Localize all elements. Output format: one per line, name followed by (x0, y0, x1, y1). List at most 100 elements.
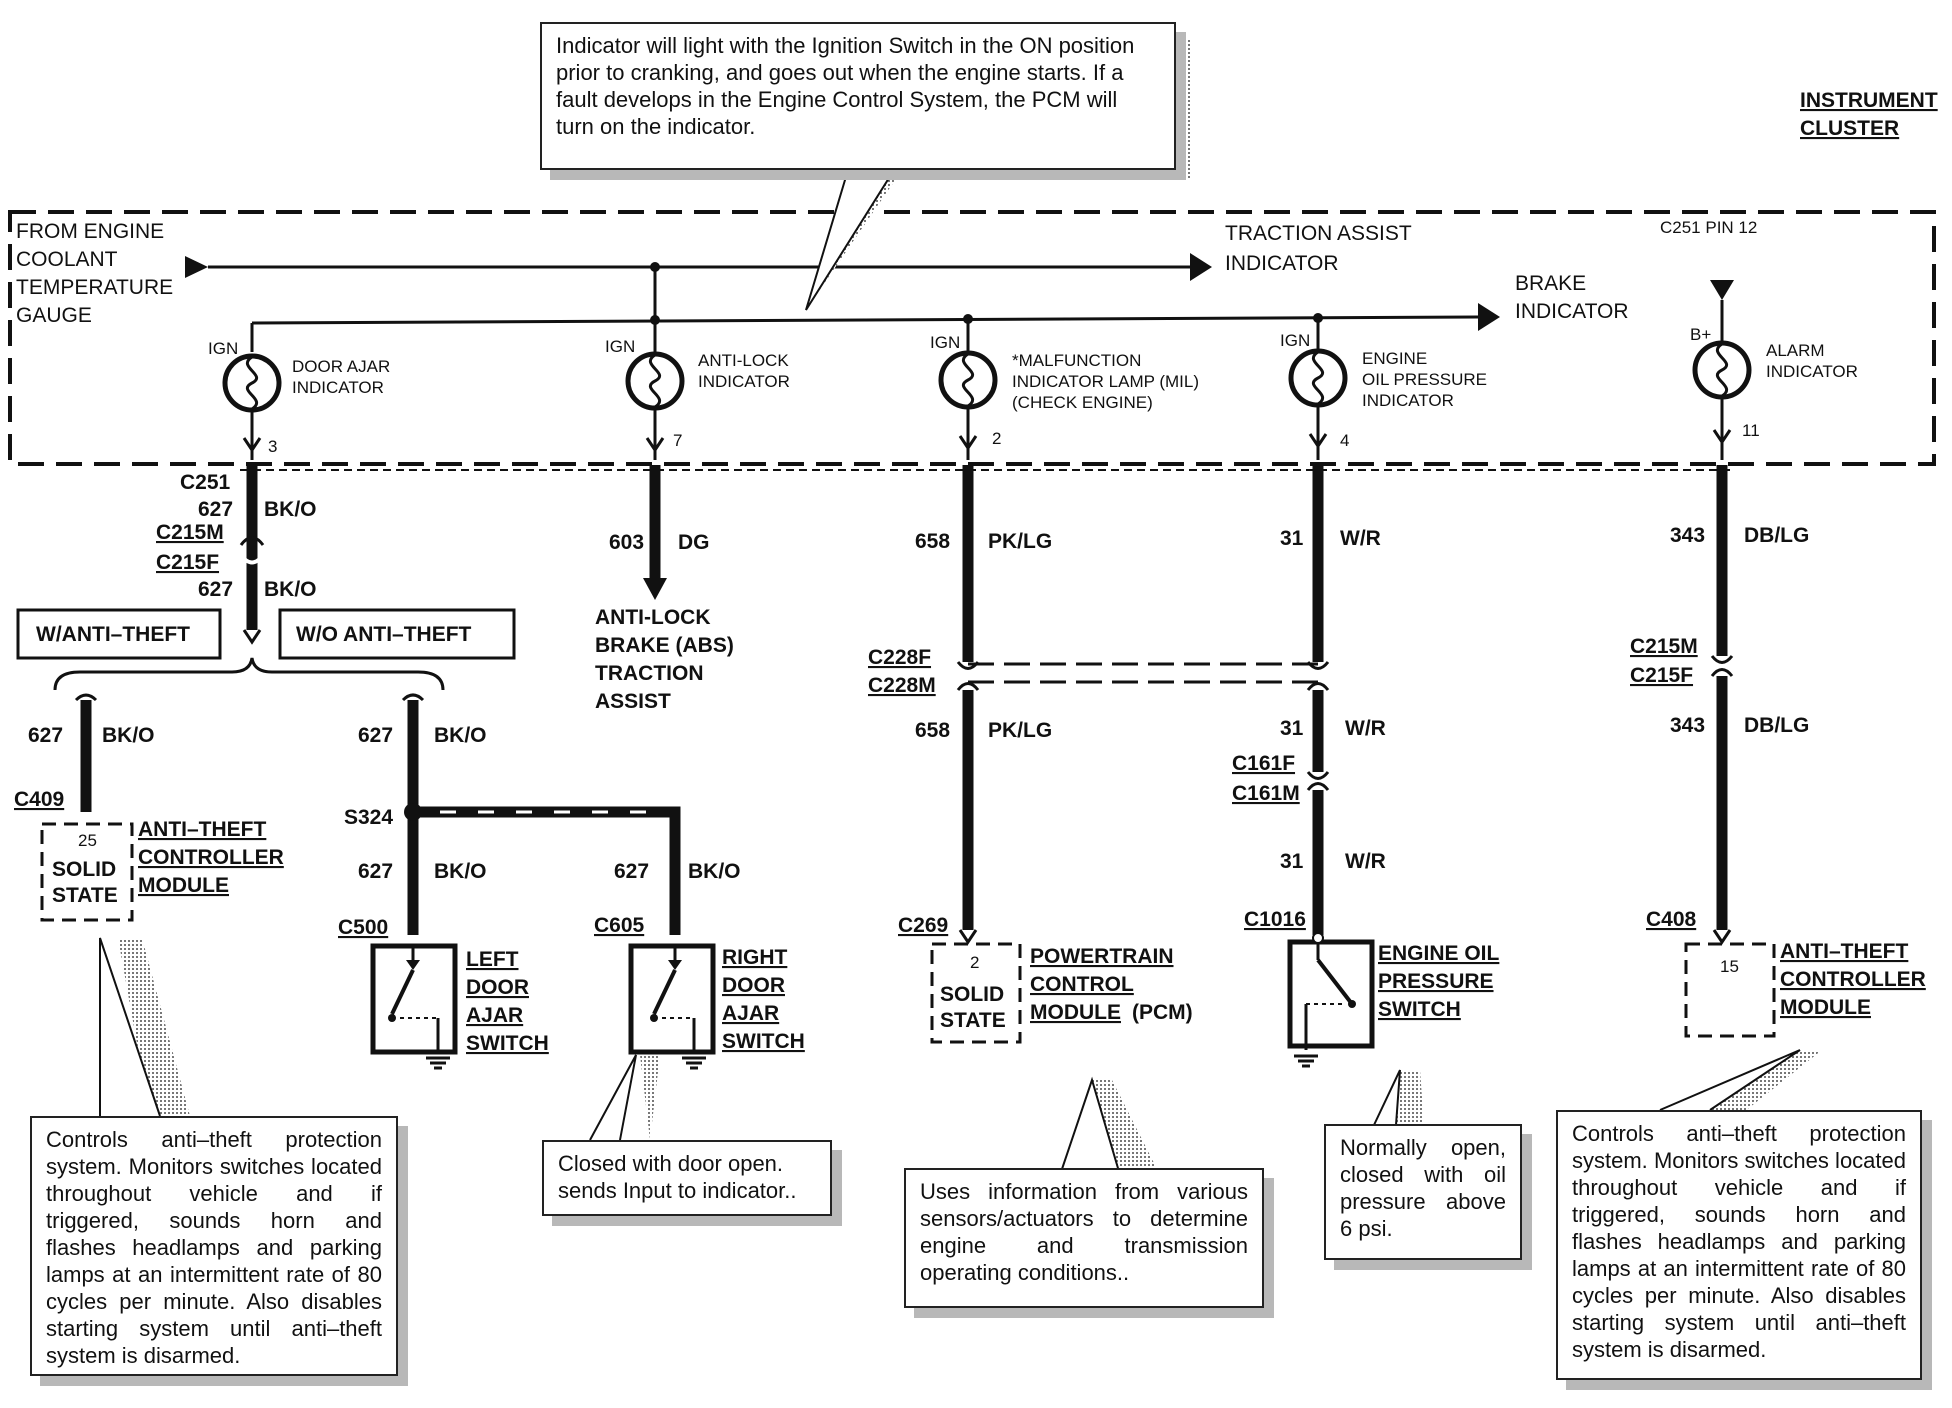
left-door-switch-label: LEFT DOOR AJAR SWITCH (466, 948, 549, 1055)
solid-state-label: SOLID (52, 858, 116, 881)
wire-color: BK/O (102, 724, 155, 747)
wire-color: W/R (1345, 717, 1386, 740)
pin-number: 4 (1340, 431, 1349, 450)
splice-dot (650, 315, 660, 325)
module-pin: 2 (970, 953, 979, 972)
wire-number: 658 (915, 719, 950, 742)
wire-color: PK/LG (988, 719, 1052, 742)
oil-pressure-switch-icon (1287, 932, 1375, 1068)
wire-number: 343 (1670, 524, 1705, 547)
connector-c500: C500 (338, 916, 388, 939)
solid-state-label: STATE (52, 884, 118, 907)
ign-label: IGN (1280, 331, 1310, 350)
svg-text:CONTROLLER: CONTROLLER (138, 846, 284, 869)
brake-indicator-label: BRAKE INDICATOR (1515, 272, 1629, 323)
pin-number: 7 (673, 431, 682, 450)
svg-text:TEMPERATURE: TEMPERATURE (16, 276, 173, 299)
wire-number: 31 (1280, 717, 1304, 740)
callout-pointer (640, 1055, 660, 1140)
wire-number: 343 (1670, 714, 1705, 737)
wire-number: 31 (1280, 850, 1304, 873)
connector-c251: C251 (180, 471, 231, 494)
svg-text:INDICATOR: INDICATOR (1225, 252, 1339, 275)
svg-text:MODULE: MODULE (1030, 1001, 1121, 1024)
cluster-title-line2: CLUSTER (1800, 117, 1899, 140)
svg-text:ENGINE OIL: ENGINE OIL (1378, 942, 1500, 965)
callout-pointer (1059, 1076, 1121, 1176)
alarm-indicator-label: ALARM INDICATOR (1766, 341, 1858, 381)
wire-color: DB/LG (1744, 524, 1809, 547)
connector-c161m: C161M (1232, 782, 1300, 805)
svg-text:AJAR: AJAR (466, 1004, 523, 1027)
anti-theft-module-right (1684, 942, 1776, 1038)
connector-c228m: C228M (868, 674, 936, 697)
connector-c605: C605 (594, 914, 645, 937)
callout-pointer (118, 938, 190, 1116)
wire-number: 603 (609, 531, 644, 554)
pcm-label: POWERTRAIN CONTROL MODULE (PCM) (1030, 945, 1193, 1024)
callout-pointer (589, 1054, 637, 1141)
anti-theft-right-note: Controls anti–theft protection system. M… (1556, 1110, 1922, 1380)
connector-c1016: C1016 (1244, 908, 1306, 931)
svg-text:(CHECK ENGINE): (CHECK ENGINE) (1012, 393, 1153, 412)
oil-pressure-indicator-label: ENGINE OIL PRESSURE INDICATOR (1362, 349, 1487, 410)
svg-text:SWITCH: SWITCH (1378, 998, 1461, 1021)
alarm-lamp-icon (1692, 340, 1752, 400)
svg-text:BRAKE (ABS): BRAKE (ABS) (595, 634, 734, 657)
right-door-switch-icon (628, 943, 716, 1070)
callout-pointer (1373, 1069, 1401, 1126)
callout-pointer (806, 170, 902, 310)
svg-text:LEFT: LEFT (466, 948, 519, 971)
callout-pointer (99, 937, 161, 1117)
without-anti-theft-box (278, 608, 516, 660)
svg-text:POWERTRAIN: POWERTRAIN (1030, 945, 1174, 968)
door-switch-note: Closed with door open. sends Input to in… (542, 1140, 832, 1216)
svg-text:*MALFUNCTION: *MALFUNCTION (1012, 351, 1141, 370)
with-anti-theft-label: W/ANTI–THEFT (36, 623, 190, 646)
wire-number: 31 (1280, 527, 1304, 550)
svg-text:AJAR: AJAR (722, 1002, 779, 1025)
solid-state-label: STATE (940, 1009, 1006, 1032)
splice-dot (963, 314, 973, 324)
left-door-switch-icon (370, 943, 458, 1070)
ign-label: IGN (930, 333, 960, 352)
svg-text:FROM ENGINE: FROM ENGINE (16, 220, 164, 243)
traction-assist-label: TRACTION ASSIST INDICATOR (1225, 222, 1412, 275)
svg-text:DOOR: DOOR (722, 974, 785, 997)
connector-c215m: C215M (156, 521, 224, 544)
svg-text:SWITCH: SWITCH (722, 1030, 805, 1053)
anti-theft-module-right-label: ANTI–THEFT CONTROLLER MODULE (1780, 940, 1926, 1019)
oil-switch-note: Normally open, closed with oil pressure … (1324, 1124, 1522, 1260)
svg-text:ALARM: ALARM (1766, 341, 1825, 360)
anti-lock-lamp-icon (625, 351, 685, 411)
ign-label: IGN (208, 339, 238, 358)
svg-text:ASSIST: ASSIST (595, 690, 671, 713)
anti-theft-module-left-label: ANTI–THEFT CONTROLLER MODULE (138, 818, 284, 897)
pin-number: 3 (268, 437, 277, 456)
svg-text:ANTI-LOCK: ANTI-LOCK (698, 351, 789, 370)
svg-text:BRAKE: BRAKE (1515, 272, 1586, 295)
splice-label: S324 (344, 806, 393, 829)
brake-feed-wire (251, 315, 1479, 325)
svg-text:ENGINE: ENGINE (1362, 349, 1427, 368)
svg-text:GAUGE: GAUGE (16, 304, 92, 327)
oil-pressure-switch-label: ENGINE OIL PRESSURE SWITCH (1378, 942, 1500, 1021)
svg-text:MODULE: MODULE (1780, 996, 1871, 1019)
wire-number: 627 (614, 860, 649, 883)
splice-dot (1313, 313, 1323, 323)
svg-text:RIGHT: RIGHT (722, 946, 788, 969)
pcm-module (930, 942, 1022, 1044)
wire-color: BK/O (264, 498, 317, 521)
svg-text:TRACTION: TRACTION (595, 662, 704, 685)
coolant-gauge-label: FROM ENGINE COOLANT TEMPERATURE GAUGE (16, 220, 173, 327)
callout-pointer (1700, 1050, 1822, 1115)
input-arrow-icon (185, 256, 208, 278)
mil-note: Indicator will light with the Ignition S… (540, 22, 1176, 170)
wire-number: 627 (358, 724, 393, 747)
svg-text:OIL PRESSURE: OIL PRESSURE (1362, 370, 1487, 389)
connector-c228f: C228F (868, 646, 931, 669)
connector-c161f: C161F (1232, 752, 1295, 775)
callout-pointer (1092, 1080, 1160, 1175)
